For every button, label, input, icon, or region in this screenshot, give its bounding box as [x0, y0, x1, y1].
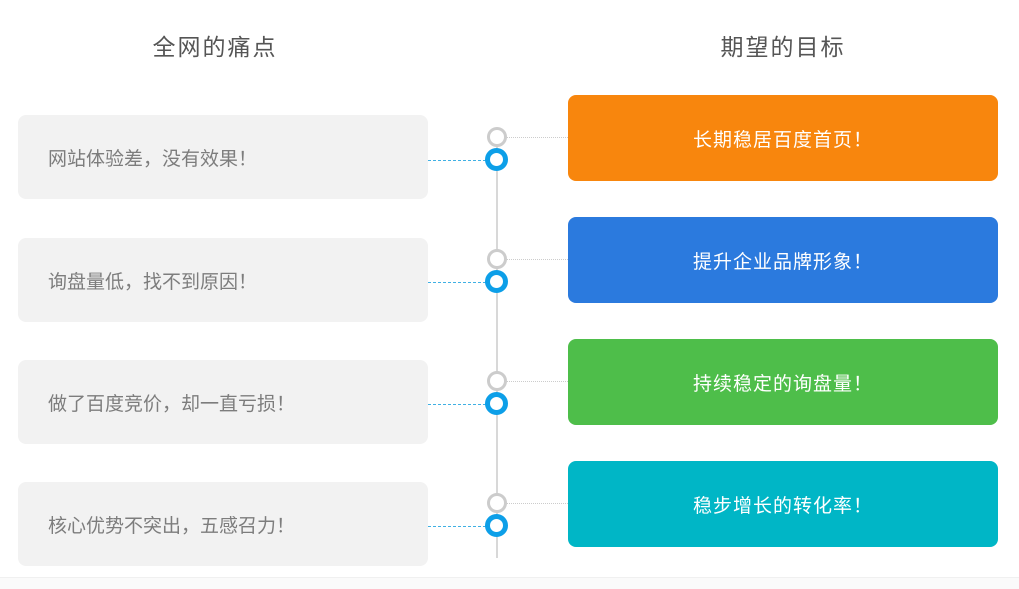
pain-connector-line	[428, 282, 486, 283]
timeline-line	[496, 137, 498, 558]
timeline-node-blue-icon	[485, 148, 508, 171]
pain-box: 网站体验差，没有效果！	[18, 115, 428, 199]
goal-text: 稳步增长的转化率！	[692, 495, 873, 517]
pain-text: 网站体验差，没有效果！	[48, 148, 258, 170]
goal-text: 长期稳居百度首页！	[692, 129, 873, 151]
goal-text: 持续稳定的询盘量！	[692, 373, 873, 395]
goal-box: 提升企业品牌形象！	[568, 217, 998, 303]
pain-box: 核心优势不突出，五感召力！	[18, 482, 428, 566]
pain-box: 做了百度竞价，却一直亏损！	[18, 360, 428, 444]
timeline-node-gray-icon	[487, 127, 507, 147]
goal-text: 提升企业品牌形象！	[692, 251, 873, 273]
pain-box: 询盘量低，找不到原因！	[18, 238, 428, 322]
timeline-node-gray-icon	[487, 371, 507, 391]
timeline-node-blue-icon	[485, 392, 508, 415]
goal-connector-line	[507, 137, 568, 138]
pain-connector-line	[428, 526, 486, 527]
pain-connector-line	[428, 160, 486, 161]
goal-connector-line	[507, 259, 568, 260]
timeline-node-blue-icon	[485, 270, 508, 293]
timeline-node-gray-icon	[487, 493, 507, 513]
goal-column-title: 期望的目标	[720, 34, 846, 60]
goal-connector-line	[507, 381, 568, 382]
goal-box: 稳步增长的转化率！	[568, 461, 998, 547]
goal-connector-line	[507, 503, 568, 504]
goal-box: 持续稳定的询盘量！	[568, 339, 998, 425]
pain-connector-line	[428, 404, 486, 405]
pain-text: 核心优势不突出，五感召力！	[48, 515, 296, 537]
page-bottom-strip	[0, 577, 1019, 589]
goal-box: 长期稳居百度首页！	[568, 95, 998, 181]
timeline-node-blue-icon	[485, 514, 508, 537]
timeline-node-gray-icon	[487, 249, 507, 269]
pain-column-title: 全网的痛点	[152, 34, 278, 60]
pain-text: 询盘量低，找不到原因！	[48, 271, 258, 293]
pain-text: 做了百度竞价，却一直亏损！	[48, 393, 296, 415]
